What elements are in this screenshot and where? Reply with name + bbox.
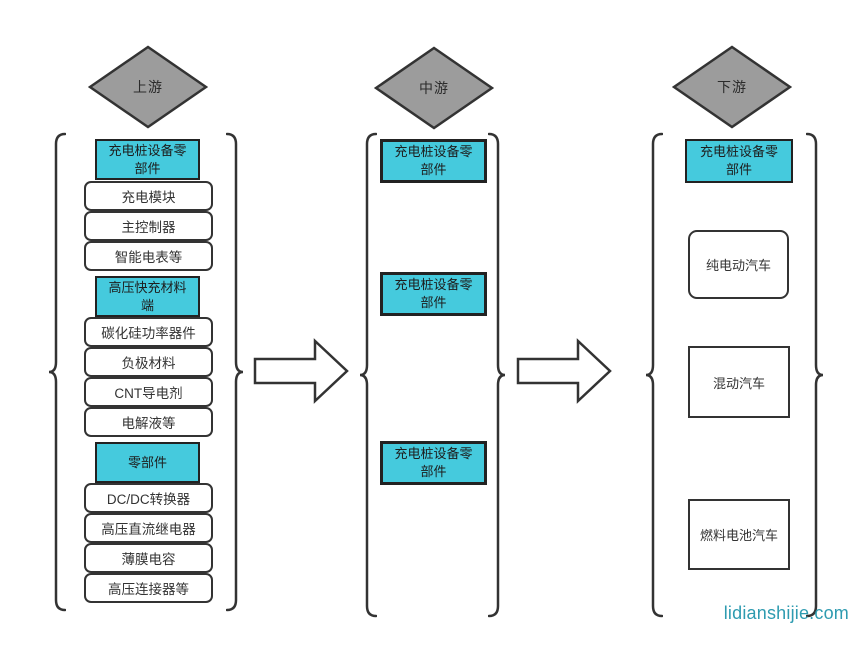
midstream-label: 中游 bbox=[419, 80, 449, 96]
diamond-shape-icon bbox=[374, 46, 494, 130]
downstream-box-hybrid-vehicle: 混动汽车 bbox=[688, 346, 790, 418]
upstream-item-cnt-conductive-agent: CNT导电剂 bbox=[84, 377, 213, 407]
midstream-box-3: 充电桩设备零部件 bbox=[380, 441, 487, 485]
upstream-group1-title: 充电桩设备零部件 bbox=[95, 139, 200, 180]
upstream-item-smart-meter: 智能电表等 bbox=[84, 241, 213, 271]
upstream-right-brace bbox=[226, 132, 244, 612]
midstream-right-brace bbox=[488, 132, 506, 618]
downstream-box-fuel-cell-vehicle: 燃料电池汽车 bbox=[688, 499, 790, 570]
upstream-label: 上游 bbox=[133, 79, 163, 95]
upstream-group3-title: 零部件 bbox=[95, 442, 200, 483]
midstream-box-1: 充电桩设备零部件 bbox=[380, 139, 487, 183]
downstream-diamond: 下游 bbox=[672, 45, 792, 129]
downstream-left-brace bbox=[645, 132, 663, 618]
downstream-box-pure-ev: 纯电动汽车 bbox=[688, 230, 789, 299]
arrow-midstream-to-downstream-icon bbox=[516, 338, 612, 404]
watermark: lidianshijie.com bbox=[723, 603, 849, 623]
upstream-left-brace bbox=[48, 132, 66, 612]
upstream-item-sic-power-devices: 碳化硅功率器件 bbox=[84, 317, 213, 347]
diamond-shape-icon bbox=[88, 45, 208, 129]
upstream-item-film-capacitor: 薄膜电容 bbox=[84, 543, 213, 573]
upstream-group2-title: 高压快充材料端 bbox=[95, 276, 200, 317]
midstream-left-brace bbox=[359, 132, 377, 618]
arrow-upstream-to-midstream-icon bbox=[253, 338, 349, 404]
upstream-item-hv-dc-relay: 高压直流继电器 bbox=[84, 513, 213, 543]
diamond-shape-icon bbox=[672, 45, 792, 129]
downstream-right-brace bbox=[806, 132, 824, 618]
downstream-label: 下游 bbox=[717, 79, 747, 95]
upstream-item-main-controller: 主控制器 bbox=[84, 211, 213, 241]
midstream-box-2: 充电桩设备零部件 bbox=[380, 272, 487, 316]
upstream-item-hv-connector: 高压连接器等 bbox=[84, 573, 213, 603]
upstream-item-electrolyte: 电解液等 bbox=[84, 407, 213, 437]
downstream-title-box: 充电桩设备零部件 bbox=[685, 139, 793, 183]
midstream-diamond: 中游 bbox=[374, 46, 494, 130]
upstream-item-anode-materials: 负极材料 bbox=[84, 347, 213, 377]
upstream-diamond: 上游 bbox=[88, 45, 208, 129]
upstream-item-charging-module: 充电模块 bbox=[84, 181, 213, 211]
upstream-item-dcdc-converter: DC/DC转换器 bbox=[84, 483, 213, 513]
